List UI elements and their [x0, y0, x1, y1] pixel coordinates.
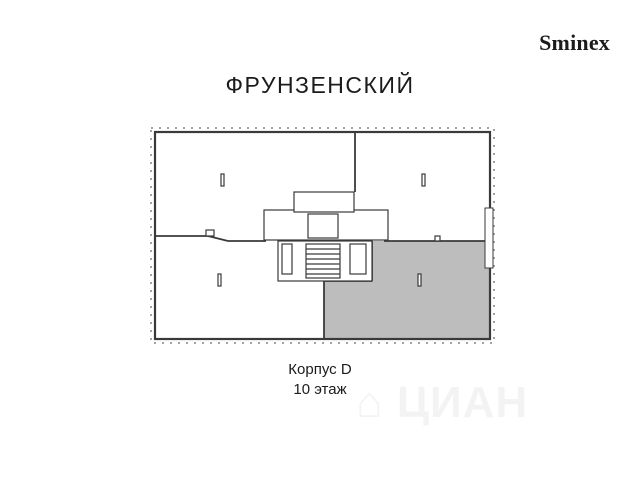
plan-caption: Корпус D 10 этаж — [0, 360, 640, 400]
central-core — [263, 191, 389, 282]
cian-house-icon: ⌂ — [356, 378, 384, 427]
columns — [205, 173, 441, 287]
building-label: Корпус D — [288, 361, 352, 378]
floor-label: 10 этаж — [293, 381, 347, 398]
window-dots — [150, 127, 495, 344]
brand-logo: Sminex — [539, 30, 610, 55]
project-title: ФРУНЗЕНСКИЙ — [225, 72, 415, 98]
cian-watermark: ⌂ ЦИАН — [356, 378, 528, 428]
balcony-strip — [484, 207, 494, 269]
floor-plan — [150, 127, 495, 344]
watermark-text: ЦИАН — [397, 378, 528, 427]
